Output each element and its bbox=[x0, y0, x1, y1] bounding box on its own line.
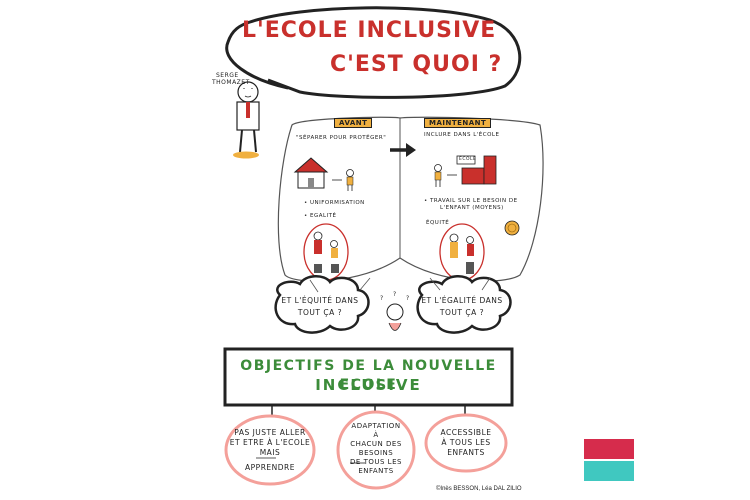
now-subtitle: INCLURE DANS L'ÉCOLE bbox=[424, 132, 500, 138]
credit-text: ©Inès BESSON, Léa DAL ZILIO bbox=[436, 486, 522, 492]
circle-2-line-1: ADAPTATION bbox=[351, 422, 401, 430]
objective-circle-1 bbox=[224, 414, 316, 486]
person-figure bbox=[233, 81, 260, 159]
before-bullet-2: • EGALITÉ bbox=[304, 213, 337, 219]
objectives-title-line-2: INCLUSIVE bbox=[315, 376, 422, 394]
now-label: MAINTENANT bbox=[424, 118, 492, 128]
objectives-title-line-1: OBJECTIFS DE LA NOUVELLE ECOLE bbox=[240, 358, 497, 393]
left-cloud-text-1: ET L'ÉQUITÉ DANS bbox=[281, 296, 359, 305]
circle-2-line-5: DE TOUS LES bbox=[350, 458, 402, 466]
child-figure-2 bbox=[434, 164, 442, 187]
equity-oval bbox=[439, 223, 485, 281]
now-bullet-1-line-2: L'ENFANT (MOYENS) bbox=[440, 205, 504, 211]
title-line-1: L'ECOLE INCLUSIVE bbox=[242, 18, 497, 43]
circle-1-line-4: APPRENDRE bbox=[245, 463, 295, 472]
right-thought-cloud bbox=[416, 275, 512, 334]
speech-bubble bbox=[225, 6, 522, 99]
school-sign: ÉCOLE bbox=[459, 157, 477, 162]
svg-text:?: ? bbox=[393, 291, 396, 298]
right-cloud-text-2: TOUT ÇA ? bbox=[439, 308, 485, 317]
now-bullet-2: ÉQUITÉ bbox=[426, 220, 450, 226]
circle-3-line-2: À TOUS LES bbox=[441, 438, 491, 447]
person-name-line-1: SERGE bbox=[216, 72, 239, 79]
equity-figures bbox=[449, 233, 474, 274]
equality-figures bbox=[313, 231, 339, 273]
person-name-line-2: THOMAZET bbox=[212, 79, 250, 86]
house-icon bbox=[293, 157, 329, 189]
circle-2-line-6: ENFANTS bbox=[358, 467, 394, 475]
now-bullet-1-line-1: • TRAVAIL SUR LE BESOIN DE bbox=[424, 198, 518, 204]
circle-1-line-2: ET ETRE À L'ECOLE bbox=[229, 438, 311, 447]
circle-2-line-3: CHACUN DES bbox=[350, 440, 402, 448]
equality-oval bbox=[303, 223, 349, 281]
left-thought-cloud bbox=[274, 275, 370, 334]
left-cloud-text-2: TOUT ÇA ? bbox=[297, 308, 343, 317]
right-cloud-text-1: ET L'ÉGALITÉ DANS bbox=[421, 296, 503, 305]
before-bullet-1: • UNIFORMISATION bbox=[304, 200, 365, 206]
objectives-box bbox=[223, 347, 514, 407]
objective-circle-2 bbox=[336, 410, 416, 490]
svg-text:?: ? bbox=[406, 295, 409, 302]
coin-icon bbox=[504, 220, 520, 236]
comparison-frame bbox=[277, 116, 544, 282]
title-line-2: C'EST QUOI ? bbox=[330, 52, 503, 77]
circle-1-line-1: PAS JUSTE ALLER bbox=[234, 428, 306, 437]
circle-1-line-3: MAIS bbox=[259, 448, 281, 457]
before-subtitle: "SÉPARER POUR PROTÉGER" bbox=[296, 135, 387, 141]
svg-text:?: ? bbox=[380, 295, 383, 302]
circle-3-line-1: ACCESSIBLE bbox=[440, 428, 492, 437]
circle-3-line-3: ENFANTS bbox=[447, 448, 485, 457]
thinking-person-icon: ? ? ? bbox=[380, 291, 409, 331]
right-arrow bbox=[390, 143, 416, 157]
child-figure bbox=[346, 169, 354, 191]
objective-circle-3 bbox=[424, 413, 508, 473]
before-label: AVANT bbox=[334, 118, 373, 128]
circle-2-line-2: À bbox=[373, 431, 379, 439]
circle-2-line-4: BESOINS bbox=[358, 449, 394, 457]
color-swatch-teal bbox=[584, 461, 634, 481]
color-swatch-red bbox=[584, 439, 634, 459]
school-building-icon bbox=[456, 155, 497, 185]
